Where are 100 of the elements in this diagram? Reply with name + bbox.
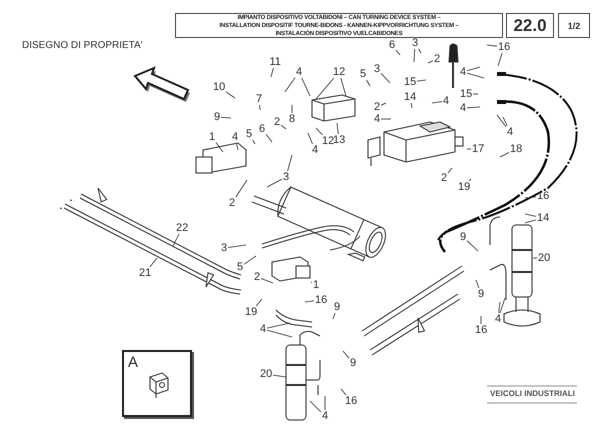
callout-number: 3 bbox=[373, 63, 382, 75]
callout-number: 2 bbox=[373, 101, 382, 113]
callout-number: 4 bbox=[259, 323, 268, 335]
callout-number: 19 bbox=[244, 306, 258, 318]
leader-line bbox=[149, 258, 158, 268]
detail-inset-box bbox=[122, 350, 192, 417]
callout-number: 2 bbox=[228, 197, 236, 209]
page-number: 1/2 bbox=[568, 20, 580, 30]
leader-line bbox=[502, 116, 508, 126]
leader-line bbox=[396, 50, 400, 56]
leader-line bbox=[266, 178, 282, 188]
leader-line bbox=[301, 78, 310, 96]
leader-line bbox=[266, 330, 292, 338]
callout-number: 4 bbox=[442, 95, 450, 107]
leader-line bbox=[432, 101, 442, 104]
leader-line bbox=[466, 66, 480, 72]
leader-line bbox=[380, 102, 386, 106]
leader-line bbox=[272, 374, 286, 378]
leader-line bbox=[266, 134, 272, 142]
callout-number: 15 bbox=[403, 76, 418, 88]
leader-line bbox=[310, 400, 322, 412]
callout-number: 21 bbox=[138, 267, 152, 279]
leader-line bbox=[380, 72, 390, 84]
callout-number: 4 bbox=[459, 102, 468, 114]
leader-line bbox=[256, 298, 262, 306]
leader-line bbox=[172, 234, 180, 246]
callout-number: 3 bbox=[220, 242, 228, 254]
callout-number: 9 bbox=[349, 357, 358, 369]
leader-line bbox=[428, 60, 434, 64]
callout-number: 9 bbox=[333, 301, 342, 313]
leader-line bbox=[304, 300, 314, 302]
callout-number: 8 bbox=[288, 113, 296, 125]
leader-line bbox=[498, 52, 502, 66]
callout-number: 10 bbox=[212, 81, 226, 93]
leader-line bbox=[340, 388, 346, 396]
callout-number: 16 bbox=[474, 324, 488, 336]
title-box bbox=[175, 13, 503, 38]
leader-line bbox=[336, 122, 339, 134]
callout-number: 2 bbox=[433, 53, 442, 65]
callout-number: 9 bbox=[213, 111, 222, 123]
leader-line bbox=[284, 77, 296, 92]
callout-number: 5 bbox=[245, 128, 254, 140]
callout-number: 9 bbox=[477, 288, 486, 300]
leader-line bbox=[496, 114, 506, 128]
callout-number: 2 bbox=[440, 172, 448, 184]
leader-line bbox=[342, 350, 350, 359]
leader-line bbox=[220, 116, 232, 118]
leader-line bbox=[316, 78, 334, 100]
callout-number: 15 bbox=[459, 88, 474, 100]
callout-number: 20 bbox=[259, 368, 274, 380]
callout-number: 5 bbox=[359, 68, 368, 80]
leader-line bbox=[324, 396, 326, 410]
leader-line bbox=[500, 152, 510, 158]
callout-number: 17 bbox=[471, 143, 486, 155]
leader-line bbox=[524, 196, 536, 198]
callout-number: 2 bbox=[253, 271, 262, 283]
detail-letter: A bbox=[128, 354, 138, 371]
callout-number: 4 bbox=[295, 66, 304, 78]
leader-line bbox=[316, 128, 323, 136]
callout-number: 16 bbox=[536, 190, 550, 202]
callout-number: 3 bbox=[411, 37, 420, 49]
leader-line bbox=[259, 104, 260, 110]
leader-line bbox=[466, 106, 480, 108]
callout-number: 14 bbox=[403, 91, 418, 103]
leader-line bbox=[498, 302, 500, 314]
callout-number: 6 bbox=[388, 39, 396, 51]
callout-number: 1 bbox=[208, 131, 216, 143]
callout-number: 18 bbox=[509, 143, 524, 155]
tagline-text: VEICOLI INDUSTRIALI bbox=[490, 389, 575, 398]
leader-line bbox=[308, 132, 313, 144]
callout-number: 4 bbox=[459, 66, 468, 78]
callout-number: 4 bbox=[231, 131, 240, 143]
leader-line bbox=[466, 72, 484, 78]
leader-line bbox=[216, 142, 224, 152]
leader-line bbox=[414, 48, 416, 62]
page-number-box bbox=[558, 13, 590, 38]
callout-number: 20 bbox=[537, 252, 552, 264]
leader-line bbox=[500, 298, 506, 314]
callout-number: 2 bbox=[273, 116, 282, 128]
leader-line bbox=[287, 154, 292, 172]
leader-line bbox=[228, 244, 246, 248]
leader-line bbox=[476, 280, 480, 288]
callout-number: 1 bbox=[312, 279, 320, 291]
sheet-number-box bbox=[506, 13, 554, 38]
leader-line bbox=[236, 180, 248, 198]
leader-line bbox=[380, 118, 392, 120]
leader-line bbox=[332, 312, 336, 320]
leader-line bbox=[244, 256, 256, 265]
leader-line bbox=[466, 240, 478, 252]
leader-line bbox=[486, 44, 498, 47]
callout-number: 4 bbox=[506, 126, 514, 138]
leader-line bbox=[226, 91, 236, 98]
callout-number: 12 bbox=[332, 66, 346, 78]
ownership-note: DISEGNO DI PROPRIETA' bbox=[22, 40, 143, 51]
callout-number: 16 bbox=[344, 395, 358, 407]
leader-line bbox=[418, 48, 422, 54]
callout-number: 4 bbox=[321, 410, 330, 422]
leader-line bbox=[480, 316, 482, 324]
leader-line bbox=[270, 68, 274, 78]
leader-line bbox=[410, 102, 412, 108]
